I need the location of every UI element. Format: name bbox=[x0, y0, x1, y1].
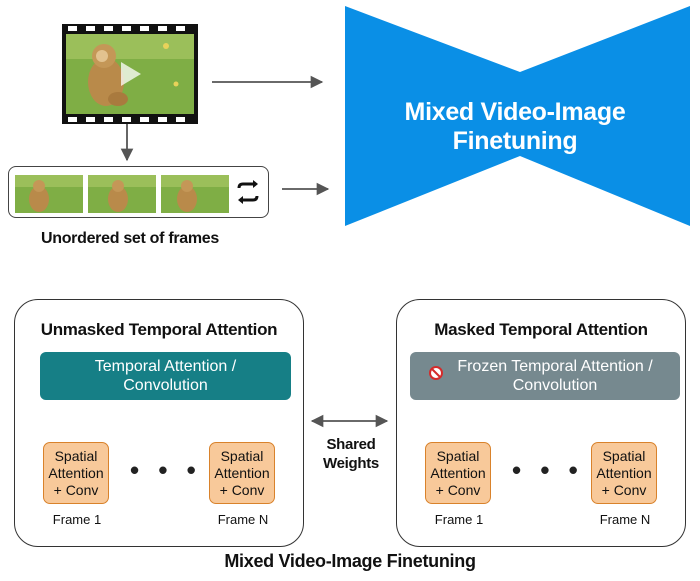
masked-panel-title: Masked Temporal Attention bbox=[434, 320, 648, 339]
spatial-line-3: + Conv bbox=[219, 482, 265, 498]
spatial-line-2: Attention bbox=[48, 465, 104, 481]
model-label: Mixed Video-Image Finetuning bbox=[404, 98, 626, 155]
spatial-line-3: + Conv bbox=[435, 482, 481, 498]
frozen-temporal-line-2: Convolution bbox=[512, 377, 598, 394]
shared-line-2: Weights bbox=[323, 455, 379, 472]
spatial-block-frame-n: Spatial Attention + Conv bbox=[209, 442, 275, 504]
video-clip bbox=[62, 24, 198, 124]
frozen-temporal-line-1: Frozen Temporal Attention / bbox=[457, 358, 653, 375]
frame-thumbnail bbox=[15, 175, 83, 213]
frame-thumbnail bbox=[88, 175, 156, 213]
frame-label-n: Frame N bbox=[217, 512, 269, 527]
bowtie-shape bbox=[345, 6, 690, 226]
play-icon bbox=[121, 62, 141, 86]
shuffle-icon bbox=[237, 180, 259, 204]
unordered-frames-box bbox=[8, 166, 269, 218]
frames-caption: Unordered set of frames bbox=[40, 230, 220, 247]
ellipsis: • • • bbox=[130, 455, 202, 485]
frame-label-1: Frame 1 bbox=[52, 512, 102, 527]
temporal-line-2: Convolution bbox=[123, 377, 208, 394]
spatial-block-frame-1: Spatial Attention + Conv bbox=[43, 442, 109, 504]
temporal-attention-box: Temporal Attention / Convolution bbox=[40, 352, 291, 400]
spatial-block-frame-n: Spatial Attention + Conv bbox=[591, 442, 657, 504]
masked-panel bbox=[396, 299, 686, 547]
spatial-line-1: Spatial bbox=[220, 448, 264, 464]
spatial-line-2: Attention bbox=[214, 465, 270, 481]
unmasked-panel bbox=[14, 299, 304, 547]
spatial-line-1: Spatial bbox=[54, 448, 98, 464]
shared-weights-label: Shared Weights bbox=[320, 435, 382, 473]
frozen-temporal-attention-box: Frozen Temporal Attention / Convolution bbox=[410, 352, 680, 400]
no-entry-icon bbox=[429, 366, 443, 380]
spatial-line-3: + Conv bbox=[53, 482, 99, 498]
frame-label-1: Frame 1 bbox=[434, 512, 484, 527]
figure-caption: Mixed Video-Image Finetuning bbox=[224, 551, 476, 571]
spatial-line-2: Attention bbox=[430, 465, 486, 481]
frame-thumbnail bbox=[161, 175, 229, 213]
spatial-line-3: + Conv bbox=[601, 482, 647, 498]
temporal-line-1: Temporal Attention / bbox=[94, 358, 237, 375]
spatial-line-1: Spatial bbox=[436, 448, 480, 464]
unmasked-panel-title: Unmasked Temporal Attention bbox=[40, 320, 278, 339]
shared-line-1: Shared bbox=[326, 436, 376, 453]
frame-label-n: Frame N bbox=[599, 512, 651, 527]
spatial-block-frame-1: Spatial Attention + Conv bbox=[425, 442, 491, 504]
monkey-image bbox=[66, 34, 194, 114]
spatial-line-1: Spatial bbox=[602, 448, 646, 464]
spatial-line-2: Attention bbox=[596, 465, 652, 481]
ellipsis: • • • bbox=[512, 455, 584, 485]
